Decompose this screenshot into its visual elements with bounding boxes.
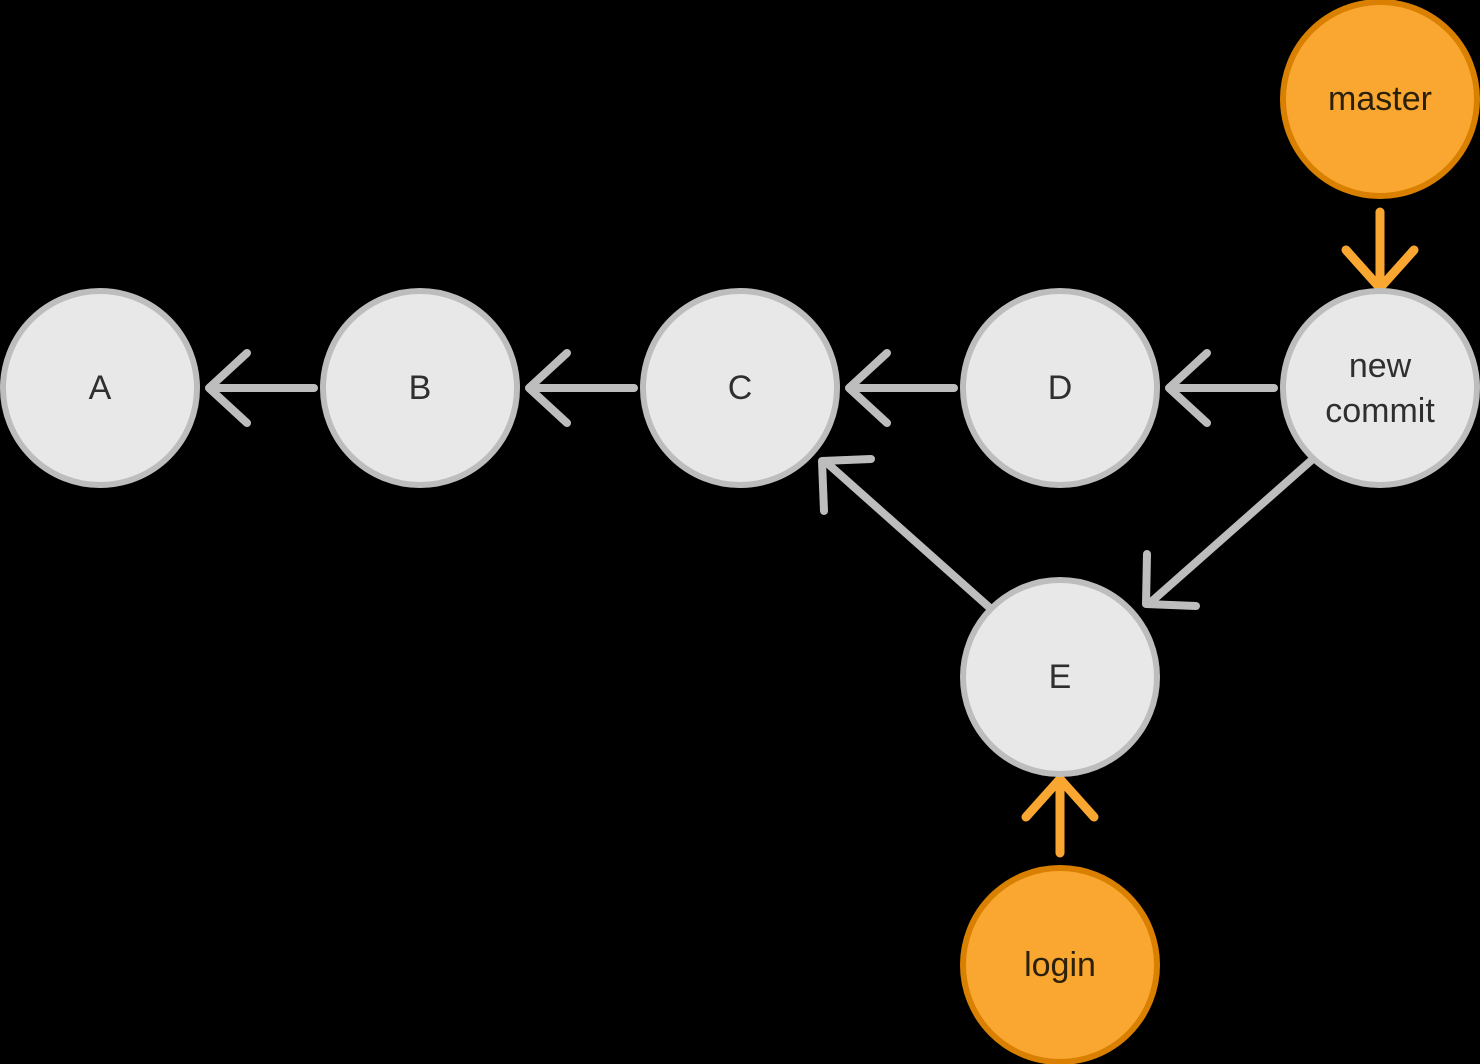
node-commit-a-circle[interactable] <box>0 288 200 488</box>
edge-login-to-e <box>1021 774 1099 858</box>
node-commit-b-circle[interactable] <box>320 288 520 488</box>
node-commit-d-circle[interactable] <box>960 288 1160 488</box>
edge-e-to-c-line <box>823 459 994 612</box>
edge-e-to-c-arrowhead <box>818 455 875 515</box>
node-branch-login[interactable]: login <box>960 865 1160 1064</box>
node-commit-c-circle[interactable] <box>640 288 840 488</box>
edge-c-to-b-arrowhead <box>525 349 571 427</box>
edge-c-to-b <box>525 349 638 427</box>
node-commit-e[interactable]: E <box>960 577 1160 777</box>
edge-d-to-c <box>845 349 958 427</box>
edge-d-to-c-arrowhead <box>845 349 891 427</box>
edge-new-commit-to-d <box>1165 349 1278 427</box>
edge-new-commit-to-d-arrowhead <box>1165 349 1211 427</box>
edge-b-to-a-arrowhead <box>205 349 251 427</box>
edge-login-to-e-arrowhead <box>1021 774 1099 822</box>
node-commit-new-label-line2: commit <box>1325 392 1435 430</box>
node-branch-master[interactable]: master <box>1280 0 1480 199</box>
node-branch-master-label: master <box>1328 80 1432 118</box>
node-commit-e-label: E <box>1049 658 1072 696</box>
edge-master-to-new-commit <box>1341 207 1419 293</box>
node-commit-c[interactable]: C <box>640 288 840 488</box>
edge-new-commit-to-e-line <box>1147 454 1318 606</box>
edge-e-to-c <box>818 455 994 612</box>
edge-new-commit-to-e-arrowhead <box>1142 550 1200 610</box>
node-branch-login-circle[interactable] <box>960 865 1160 1064</box>
node-commit-new-circle[interactable] <box>1280 288 1480 488</box>
node-commit-d-label: D <box>1048 369 1073 407</box>
node-commit-d[interactable]: D <box>960 288 1160 488</box>
node-branch-master-circle[interactable] <box>1280 0 1480 199</box>
node-commit-a-label: A <box>89 369 112 407</box>
node-commit-new-label-line1: new <box>1349 347 1412 385</box>
node-commit-e-circle[interactable] <box>960 577 1160 777</box>
node-commit-b[interactable]: B <box>320 288 520 488</box>
node-commit-c-label: C <box>728 369 753 407</box>
node-branch-login-label: login <box>1024 946 1096 984</box>
edge-new-commit-to-e <box>1142 454 1318 610</box>
edge-b-to-a <box>205 349 318 427</box>
node-commit-new[interactable]: new commit <box>1280 288 1480 488</box>
node-commit-a[interactable]: A <box>0 288 200 488</box>
node-commit-b-label: B <box>409 369 432 407</box>
